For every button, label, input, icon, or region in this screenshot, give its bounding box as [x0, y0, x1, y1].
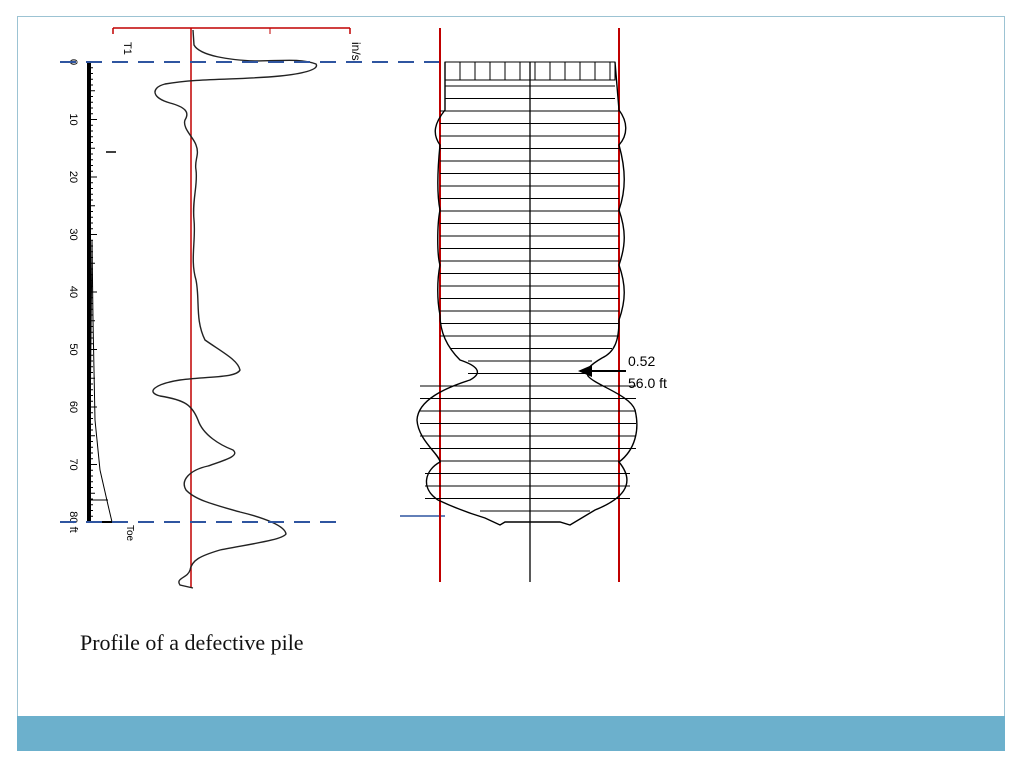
- depth-tick-label: 70: [67, 458, 79, 470]
- trace-unit-label: in/s: [349, 42, 363, 61]
- toe-label: Toe: [124, 525, 135, 542]
- slide-frame: [17, 16, 1005, 751]
- annotation-depth: 56.0 ft: [628, 375, 667, 391]
- footer-bar: [17, 716, 1005, 751]
- depth-tick-label: 50: [67, 343, 79, 355]
- figure-caption: Profile of a defective pile: [80, 630, 304, 655]
- depth-tick-label: 30: [67, 228, 79, 240]
- depth-tick-label: 20: [67, 171, 79, 183]
- depth-axis: 01020304050607080 ft Toe: [67, 59, 135, 542]
- velocity-trace-panel: T1 in/s: [112, 27, 363, 589]
- annotation-value: 0.52: [628, 353, 655, 369]
- velocity-trace: [152, 29, 318, 589]
- reference-markers: [60, 61, 445, 523]
- pile-profile: 0.52 56.0 ft: [416, 28, 667, 582]
- trace-left-label: T1: [121, 42, 133, 55]
- depth-tick-label: 60: [67, 401, 79, 413]
- depth-tick-label: 10: [67, 113, 79, 125]
- pile-outline: [416, 61, 638, 526]
- depth-tick-label: 40: [67, 286, 79, 298]
